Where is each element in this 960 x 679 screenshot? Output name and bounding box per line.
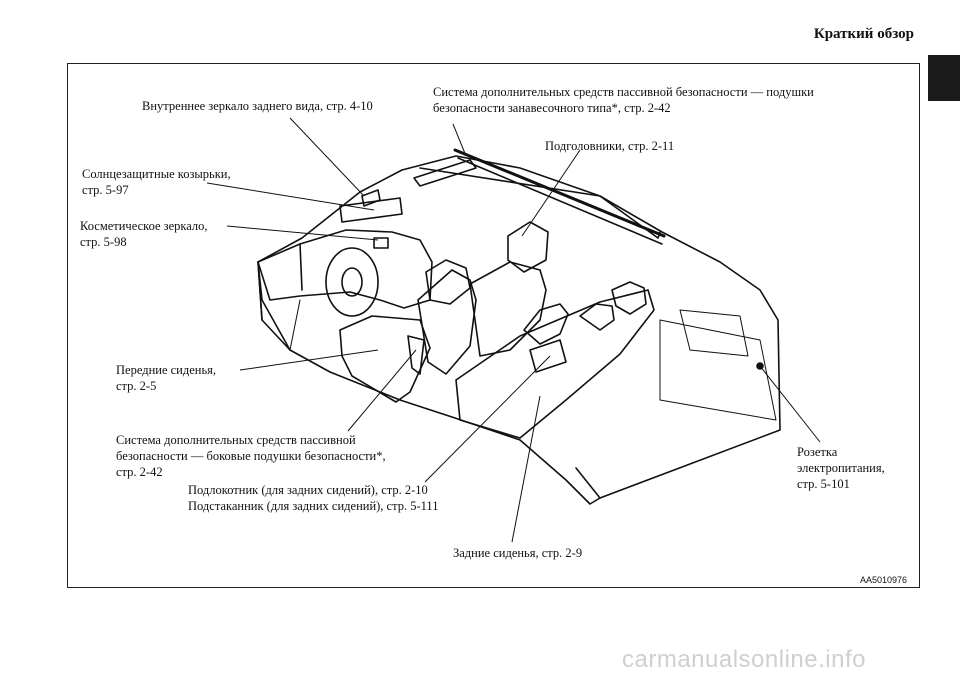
figure-code: AA5010976	[860, 575, 908, 585]
cargo-area	[659, 319, 777, 421]
rear-armrest	[529, 339, 567, 373]
leader-curtain-airbag	[452, 123, 467, 157]
label-headrests: Подголовники, стр. 2-11	[545, 139, 675, 153]
label-armrest: Подлокотник (для задних сидений), стр. 2…	[188, 483, 439, 513]
watermark[interactable]: carmanualsonline.info	[622, 646, 866, 673]
section-tab	[928, 55, 960, 101]
rearview-mirror	[361, 189, 381, 207]
label-sun-visors: Солнцезащитные козырьки, стр. 5-97	[82, 167, 231, 197]
vanity-mirror	[373, 237, 389, 249]
steering-wheel	[325, 247, 379, 317]
label-power-outlet: Розетка электропитания, стр. 5-101	[797, 445, 885, 491]
label-rear-mirror: Внутреннее зеркало заднего вида, стр. 4-…	[142, 99, 373, 113]
figure-frame	[67, 63, 920, 588]
leader-power-outlet	[759, 365, 821, 443]
dashboard	[257, 229, 433, 309]
leader-front-seats	[239, 349, 379, 371]
leader-sun-visors	[206, 182, 375, 211]
leader-side-airbag	[347, 349, 417, 432]
front-seat-backrest	[417, 269, 477, 375]
leader-headrests	[521, 149, 581, 237]
rear-seat-bench	[455, 289, 655, 439]
label-side-airbag: Система дополнительных средств пассивной…	[116, 433, 386, 479]
leader-rear-seats	[511, 395, 541, 543]
leader-rear-mirror	[289, 117, 365, 197]
leader-vanity-mirror	[226, 225, 379, 241]
front-seat-right	[469, 261, 547, 357]
leader-armrest	[424, 355, 551, 483]
label-vanity-mirror: Косметическое зеркало, стр. 5-98	[80, 219, 208, 249]
label-front-seats: Передние сиденья, стр. 2-5	[116, 363, 217, 393]
roof-rail	[413, 159, 477, 187]
label-rear-seats: Задние сиденья, стр. 2-9	[453, 546, 583, 560]
label-curtain-airbag: Система дополнительных средств пассивной…	[433, 85, 814, 115]
front-seat-left	[339, 315, 431, 403]
car-body-outline	[257, 155, 781, 505]
page-title: Краткий обзор	[813, 26, 914, 42]
